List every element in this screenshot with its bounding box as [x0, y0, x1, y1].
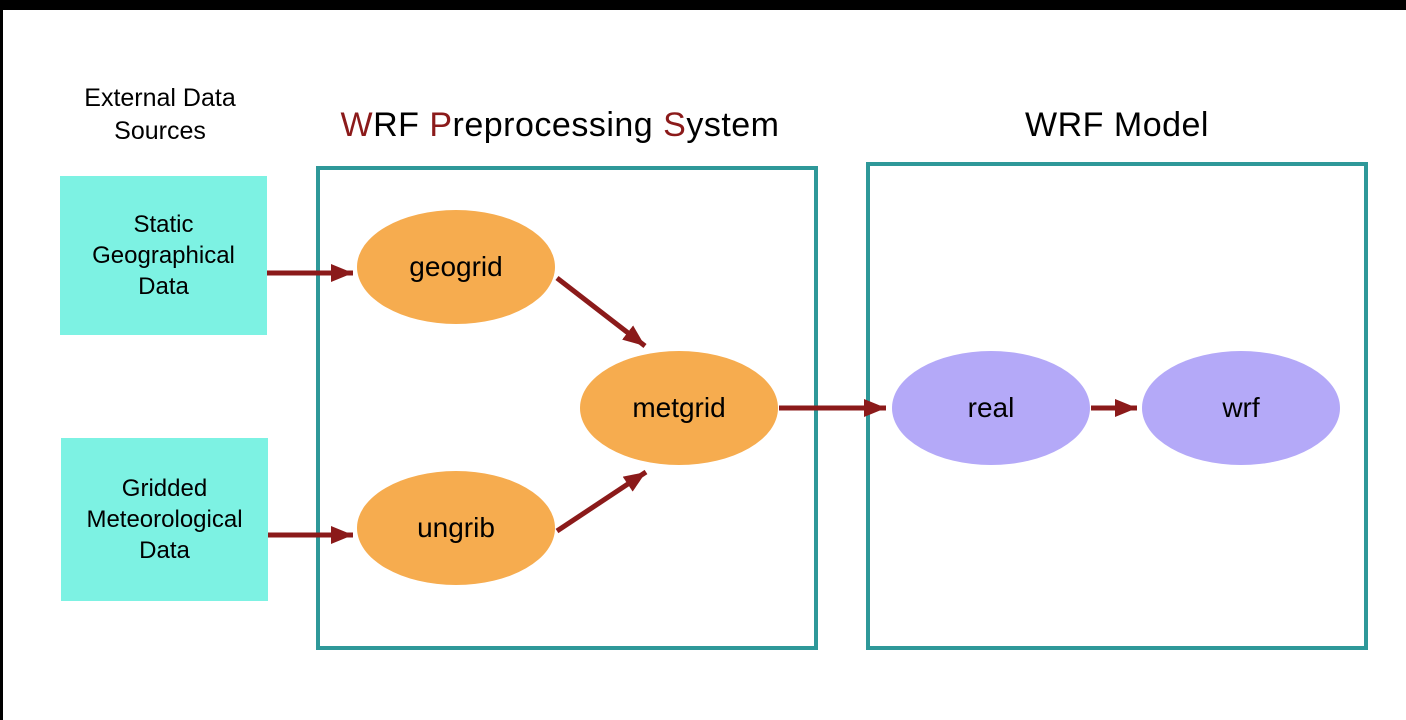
wrf-node-label: wrf: [1222, 392, 1260, 423]
ungrib-node-label: ungrib: [417, 512, 495, 543]
wps-title: WRF Preprocessing System: [340, 106, 780, 144]
wrf-model-title: WRF Model: [1025, 106, 1209, 144]
ungrib-node: ungrib: [357, 471, 555, 585]
wrf-node: wrf: [1142, 351, 1340, 465]
geogrid-node-label: geogrid: [409, 251, 503, 282]
metgrid-node-label: metgrid: [632, 392, 726, 423]
left-black-edge: [0, 0, 3, 720]
real-node: real: [892, 351, 1090, 465]
top-black-bar: [0, 0, 1406, 10]
geogrid-node: geogrid: [357, 210, 555, 324]
metgrid-node: metgrid: [580, 351, 778, 465]
real-node-label: real: [967, 392, 1015, 423]
